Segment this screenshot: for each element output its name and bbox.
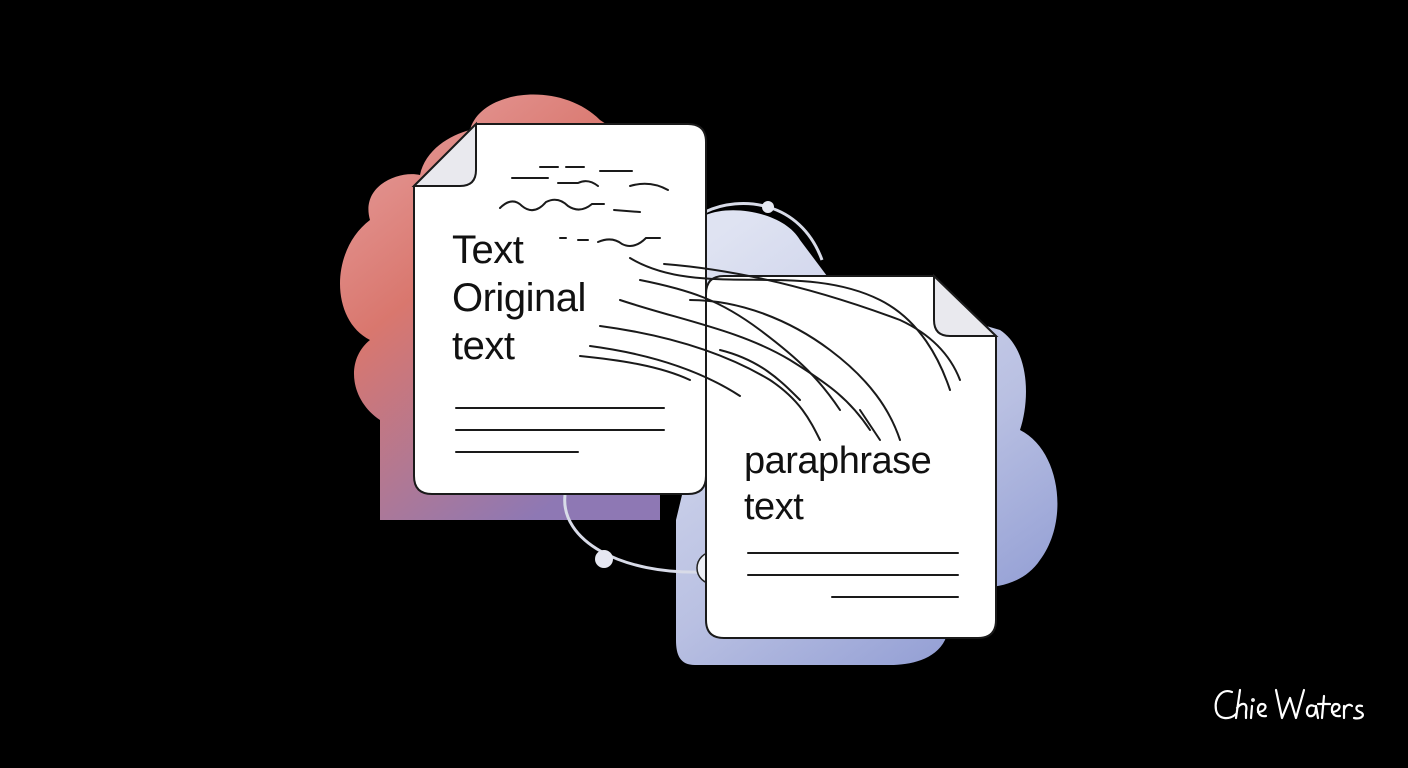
scrambled-text-lines — [499, 166, 669, 247]
original-label-line-3: text — [452, 324, 515, 368]
text-ruled-lines — [455, 407, 665, 453]
page-fold-icon — [411, 121, 477, 187]
original-label-line-2: Original — [452, 276, 586, 320]
original-label-line-1: Text — [452, 228, 524, 272]
paraphrase-label-line-1: paraphrase — [744, 440, 932, 482]
original-document — [411, 121, 707, 495]
paraphrased-document — [705, 273, 999, 639]
connector-arc-top — [704, 201, 824, 261]
text-ruled-lines — [747, 552, 959, 598]
page-fold-icon — [933, 273, 999, 337]
text-flow-lines — [579, 257, 961, 441]
signature-logo — [1214, 688, 1364, 720]
paraphrase-label-line-2: text — [744, 486, 804, 528]
